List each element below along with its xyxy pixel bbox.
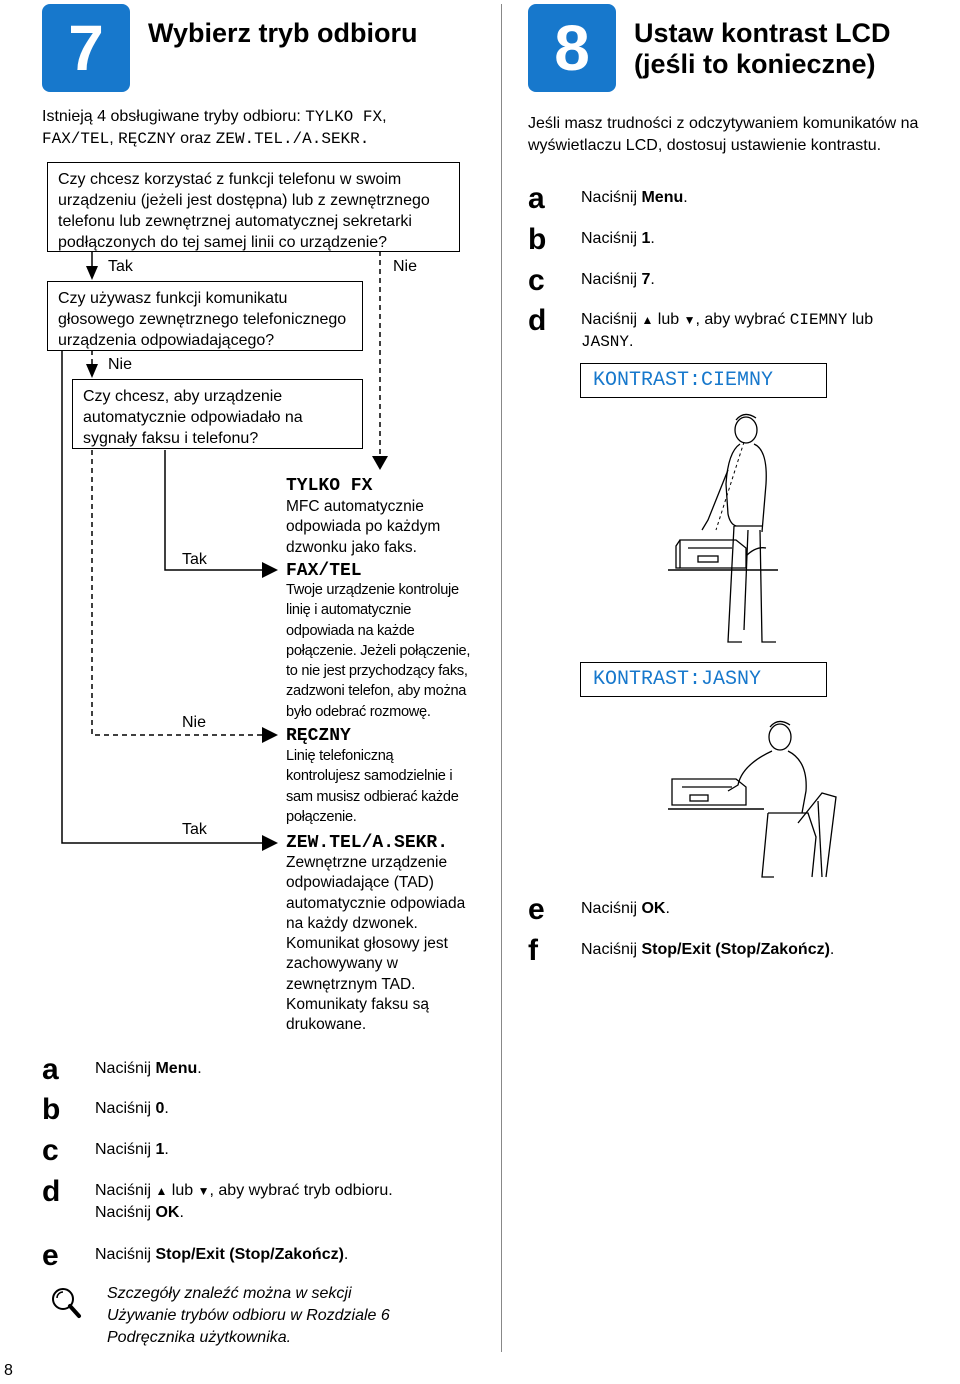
step-letter: f	[528, 934, 538, 967]
flow-no-label: Nie	[182, 714, 207, 731]
step-a-text: Naciśnij Menu.	[95, 1060, 202, 1077]
step-e-text: Naciśnij Stop/Exit (Stop/Zakończ).	[95, 1246, 349, 1263]
lcd-display-light: KONTRAST:JASNY	[580, 662, 827, 697]
step-letter: b	[528, 223, 547, 256]
step-b-text: Naciśnij 0.	[95, 1100, 169, 1117]
mode-fax-tel-desc: Twoje urządzenie kontroluje linię i auto…	[286, 582, 471, 720]
step-letter: c	[42, 1134, 59, 1167]
mode-fax-tel-name: FAX/TEL	[286, 561, 362, 581]
mode-tylko-fx-desc: MFC automatycznie odpowiada po każdym dz…	[286, 498, 441, 556]
column-divider	[501, 4, 502, 1352]
mode-zew-tel-desc: Zewnętrzne urządzenie odpowiadające (TAD…	[286, 854, 466, 1034]
contrast-step-e: Naciśnij OK.	[581, 900, 670, 917]
flow-no-label: Nie	[108, 356, 133, 373]
step-7-badge: 7	[42, 4, 130, 92]
contrast-step-c: Naciśnij 7.	[581, 271, 655, 288]
step-8-badge: 8	[528, 4, 616, 92]
fax-machine-illustration	[668, 539, 778, 571]
question-2-box: Czy używasz funkcji komunikatu głosowego…	[47, 281, 363, 351]
contrast-step-f: Naciśnij Stop/Exit (Stop/Zakończ).	[581, 941, 835, 958]
up-arrow-icon: ▲	[155, 1184, 168, 1198]
intro-text: Istnieją 4 obsługiwane tryby odbioru: TY…	[42, 108, 387, 148]
page-number: 8	[4, 1362, 13, 1379]
down-arrow-icon: ▼	[197, 1184, 210, 1198]
flow-no-label: Nie	[393, 258, 418, 275]
step-letter: a	[42, 1053, 59, 1086]
step-letter: e	[42, 1239, 59, 1272]
step-letter: d	[528, 304, 547, 337]
lcd-display-dark: KONTRAST:CIEMNY	[580, 363, 827, 398]
flow-yes-label: Tak	[108, 258, 133, 275]
step-letter: d	[42, 1175, 61, 1208]
mode-reczny-desc: Linię telefoniczną kontrolujesz samodzie…	[286, 748, 459, 825]
mode-reczny-name: RĘCZNY	[286, 726, 351, 746]
flow-yes-label: Tak	[182, 551, 207, 568]
step-letter: c	[528, 264, 545, 297]
step-c-text: Naciśnij 1.	[95, 1141, 169, 1158]
person-seated-illustration	[668, 720, 837, 878]
question-3-box: Czy chcesz, aby urządzenie automatycznie…	[72, 379, 363, 449]
flow-yes-label: Tak	[182, 821, 207, 838]
step-d-text: Naciśnij ▲ lub ▼, aby wybrać tryb odbior…	[95, 1182, 393, 1221]
question-1-box: Czy chcesz korzystać z funkcji telefonu …	[47, 162, 460, 252]
magnifier-icon	[52, 1288, 81, 1318]
step-letter: b	[42, 1093, 61, 1126]
step-letter: a	[528, 182, 545, 215]
contrast-step-a: Naciśnij Menu.	[581, 189, 688, 206]
person-standing-illustration	[701, 413, 776, 643]
contrast-step-d: Naciśnij ▲ lub ▼, aby wybrać CIEMNY lub …	[581, 311, 874, 351]
down-arrow-icon: ▼	[683, 313, 696, 327]
contrast-intro: Jeśli masz trudności z odczytywaniem kom…	[528, 115, 919, 154]
mode-zew-tel-name: ZEW.TEL/A.SEKR.	[286, 833, 449, 853]
flowchart-connectors	[61, 251, 388, 851]
step-7-title: Wybierz tryb odbioru	[148, 18, 418, 48]
step-letter: e	[528, 893, 545, 926]
step-8-title: Ustaw kontrast LCD (jeśli to konieczne)	[634, 18, 891, 79]
note-text: Szczegóły znaleźć można w sekcji Używani…	[107, 1285, 390, 1346]
up-arrow-icon: ▲	[641, 313, 654, 327]
contrast-step-b: Naciśnij 1.	[581, 230, 655, 247]
mode-tylko-fx-name: TYLKO FX	[286, 476, 373, 496]
